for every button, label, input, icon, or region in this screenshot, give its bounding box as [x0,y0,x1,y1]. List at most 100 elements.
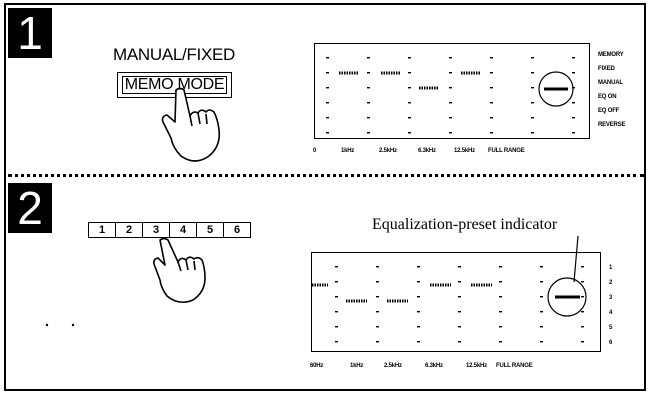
grid-tick [499,296,502,298]
step-divider [8,174,644,177]
grid-tick [458,296,461,298]
freq-label: 60Hz [310,363,324,369]
eq-grid-ticks-2 [335,266,584,343]
freq-label: FULL RANGE [488,148,525,154]
grid-tick [499,326,502,328]
grid-tick [449,72,452,74]
grid-tick [540,341,543,343]
mode-label-reverse: REVERSE [598,122,626,128]
grid-tick [572,57,575,59]
preset-number-label: 1 [609,265,613,271]
memo-mode-button[interactable]: MEMO MODE [117,72,232,98]
eq-grid-ticks-1 [326,57,575,134]
grid-tick [367,57,370,59]
grid-tick [490,72,493,74]
eq-display-panel-2 [311,252,601,352]
grid-tick [490,117,493,119]
grid-tick [531,102,534,104]
freq-label: 12.5kHz [466,363,487,369]
grid-tick [376,266,379,268]
grid-tick [581,296,584,298]
grid-tick [417,326,420,328]
grid-tick [531,87,534,89]
eq-bars-2 [312,283,492,303]
grid-tick [531,132,534,134]
grid-tick [408,57,411,59]
grid-tick [367,87,370,89]
preset-button-4[interactable]: 4 [170,223,197,237]
preset-number-label: 5 [609,325,613,331]
grid-tick [367,102,370,104]
grid-tick [581,341,584,343]
grid-tick [326,117,329,119]
grid-tick [335,311,338,313]
grid-tick [335,281,338,283]
mode-label-fixed: FIXED [598,66,615,72]
freq-label: 12.5kHz [454,148,475,154]
grid-tick [367,117,370,119]
mode-label-eq-on: EQ ON [598,94,617,100]
grid-tick [499,341,502,343]
preset-indicator-dial-1 [538,71,574,107]
grid-tick [417,341,420,343]
grid-tick [581,326,584,328]
grid-tick [572,72,575,74]
grid-tick [449,132,452,134]
grid-tick [376,341,379,343]
grid-tick [326,57,329,59]
grid-tick [449,117,452,119]
grid-tick [572,117,575,119]
mode-label-eq-off: EQ OFF [598,108,620,114]
grid-tick [540,296,543,298]
preset-button-1[interactable]: 1 [89,223,116,237]
step-2-number: 2 [8,183,52,233]
grid-tick [490,102,493,104]
freq-label: 2.5kHz [384,363,402,369]
preset-button-row: 1 2 3 4 5 6 [88,222,251,238]
grid-tick [540,281,543,283]
freq-label: 6.3kHz [418,148,436,154]
grid-tick [367,132,370,134]
grid-tick [367,72,370,74]
eq-bars-1 [339,71,480,90]
grid-tick [458,341,461,343]
grid-tick [376,326,379,328]
grid-tick [335,296,338,298]
grid-tick [335,266,338,268]
grid-tick [490,57,493,59]
grid-tick [458,281,461,283]
eq-display-panel-1 [314,43,590,139]
grid-tick [449,87,452,89]
preset-indicator-dial-2 [547,235,587,317]
grid-tick [417,296,420,298]
preset-button-6[interactable]: 6 [233,224,241,236]
grid-tick [581,311,584,313]
grid-tick [376,296,379,298]
grid-tick [417,311,420,313]
grid-tick [335,326,338,328]
grid-tick [572,132,575,134]
preset-button-3[interactable]: 3 [143,223,170,237]
grid-tick [458,326,461,328]
freq-label: 1kHz [341,148,355,154]
mode-label-memory: MEMORY [598,52,624,58]
grid-tick [326,132,329,134]
grid-tick [449,57,452,59]
mode-label-manual: MANUAL [598,80,623,86]
manual-fixed-title: MANUAL/FIXED [113,45,236,64]
preset-button-5[interactable]: 5 [197,223,224,237]
grid-tick [417,266,420,268]
grid-tick [499,266,502,268]
instruction-frame [4,3,646,391]
freq-label: 2.5kHz [379,148,397,154]
pointing-hand-icon [153,237,206,304]
grid-tick [499,311,502,313]
pointing-hand-icon [161,87,221,162]
preset-button-2[interactable]: 2 [116,223,143,237]
grid-tick [408,72,411,74]
preset-number-label: 3 [609,295,613,301]
grid-tick [531,72,534,74]
grid-tick [531,57,534,59]
grid-tick [499,281,502,283]
